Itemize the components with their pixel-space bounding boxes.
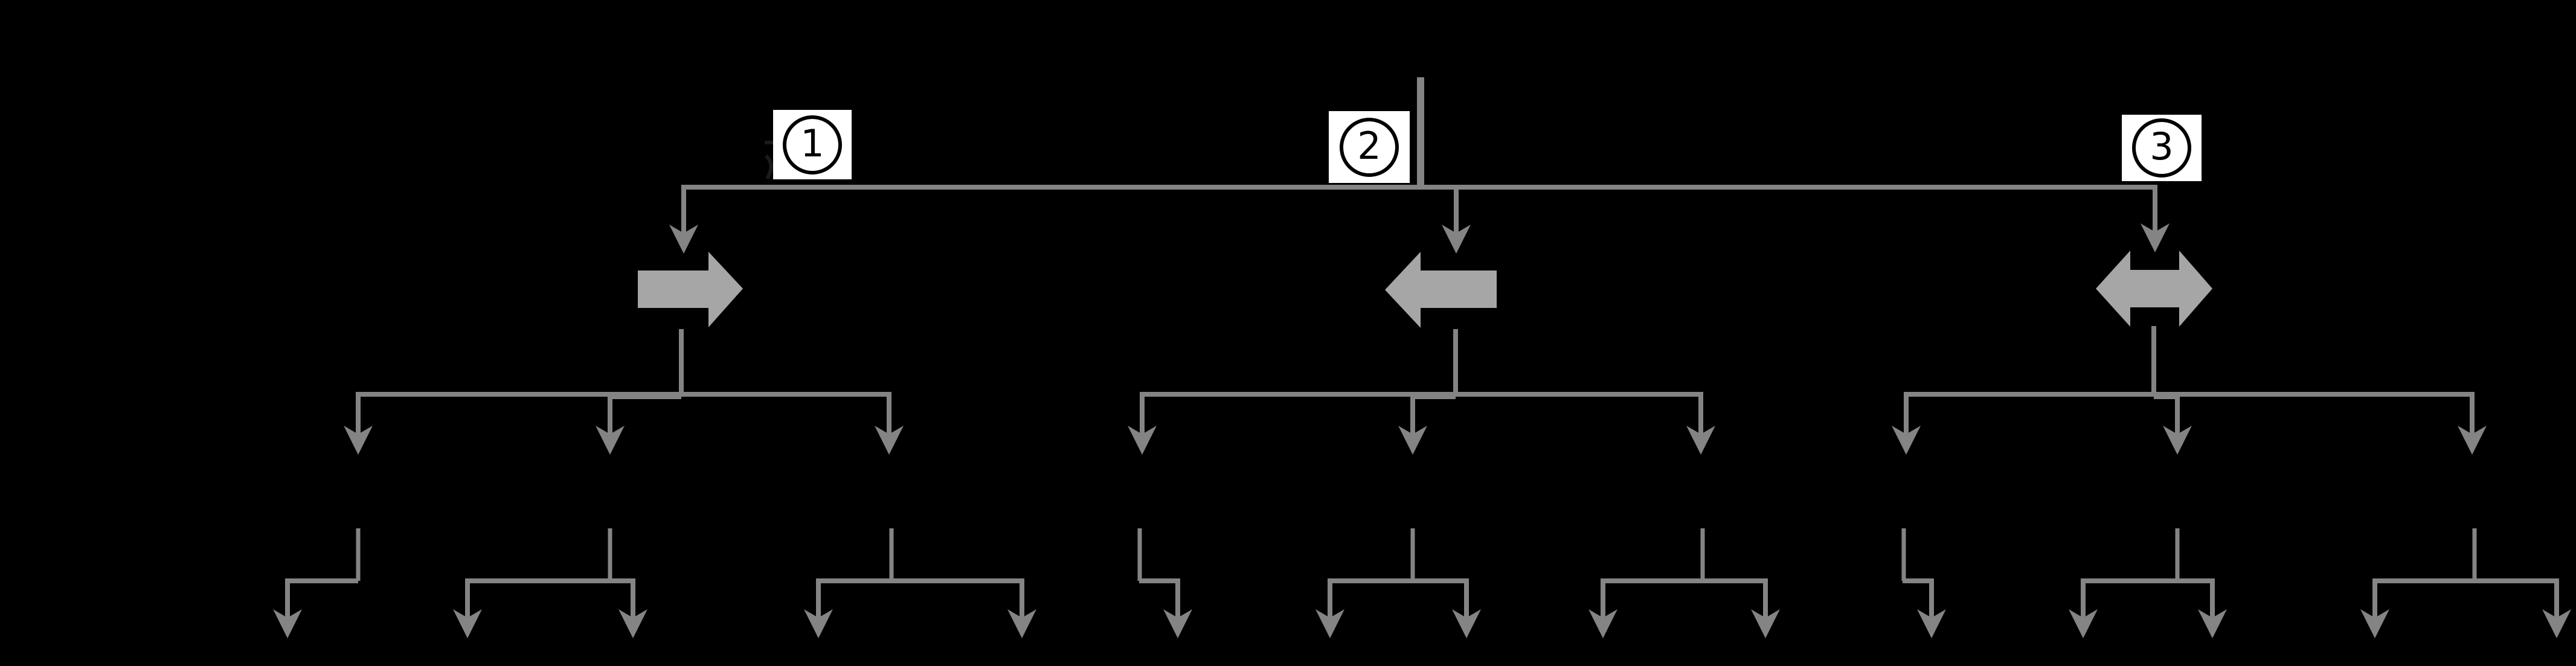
badge-2-number: 2: [1357, 123, 1381, 168]
circled-number-2-icon: 2: [1340, 117, 1399, 177]
step-badge-3: 3: [2122, 115, 2202, 181]
step-badge-2: 2: [1329, 111, 1410, 183]
circled-number-1-icon: 1: [783, 115, 842, 175]
down-arrowhead-icon: [2458, 426, 2487, 455]
down-arrowhead-icon: [1917, 609, 1946, 638]
down-arrowhead-icon: [618, 609, 647, 638]
down-arrowhead-icon: [1442, 225, 1471, 254]
down-arrowhead-icon: [2542, 609, 2571, 638]
down-arrowhead-icon: [453, 609, 482, 638]
badge-3-number: 3: [2150, 124, 2174, 168]
down-arrowhead-icon: [1751, 609, 1780, 638]
faint-text-fragment: [764, 154, 773, 180]
down-arrowhead-icon: [1007, 609, 1036, 638]
circled-number-3-icon: 3: [2132, 118, 2191, 178]
down-arrowhead-icon: [2198, 609, 2227, 638]
down-arrowhead-icon: [344, 426, 373, 455]
down-arrowhead-icon: [1892, 426, 1921, 455]
down-arrowhead-icon: [2141, 223, 2170, 252]
down-arrowhead-icon: [596, 426, 625, 455]
down-arrowhead-icon: [2069, 609, 2098, 638]
down-arrowhead-icon: [1315, 609, 1344, 638]
block-arrow-left-icon: [1385, 252, 1497, 328]
down-arrowhead-icon: [1163, 609, 1192, 638]
down-arrowhead-icon: [1588, 609, 1617, 638]
block-arrow-double-icon: [2096, 251, 2212, 327]
down-arrowhead-icon: [1686, 426, 1715, 455]
down-arrowhead-icon: [2163, 426, 2192, 455]
down-arrowhead-icon: [273, 609, 302, 638]
down-arrowhead-icon: [875, 426, 904, 455]
badge-1-number: 1: [800, 121, 824, 165]
down-arrowhead-icon: [1128, 426, 1157, 455]
step-badge-1: 1: [773, 110, 852, 179]
down-arrowhead-icon: [2360, 609, 2389, 638]
down-arrowhead-icon: [1398, 426, 1427, 455]
down-arrowhead-icon: [804, 609, 833, 638]
down-arrowhead-icon: [1452, 609, 1481, 638]
down-arrowhead-icon: [669, 225, 698, 254]
block-arrow-right-icon: [638, 252, 743, 327]
